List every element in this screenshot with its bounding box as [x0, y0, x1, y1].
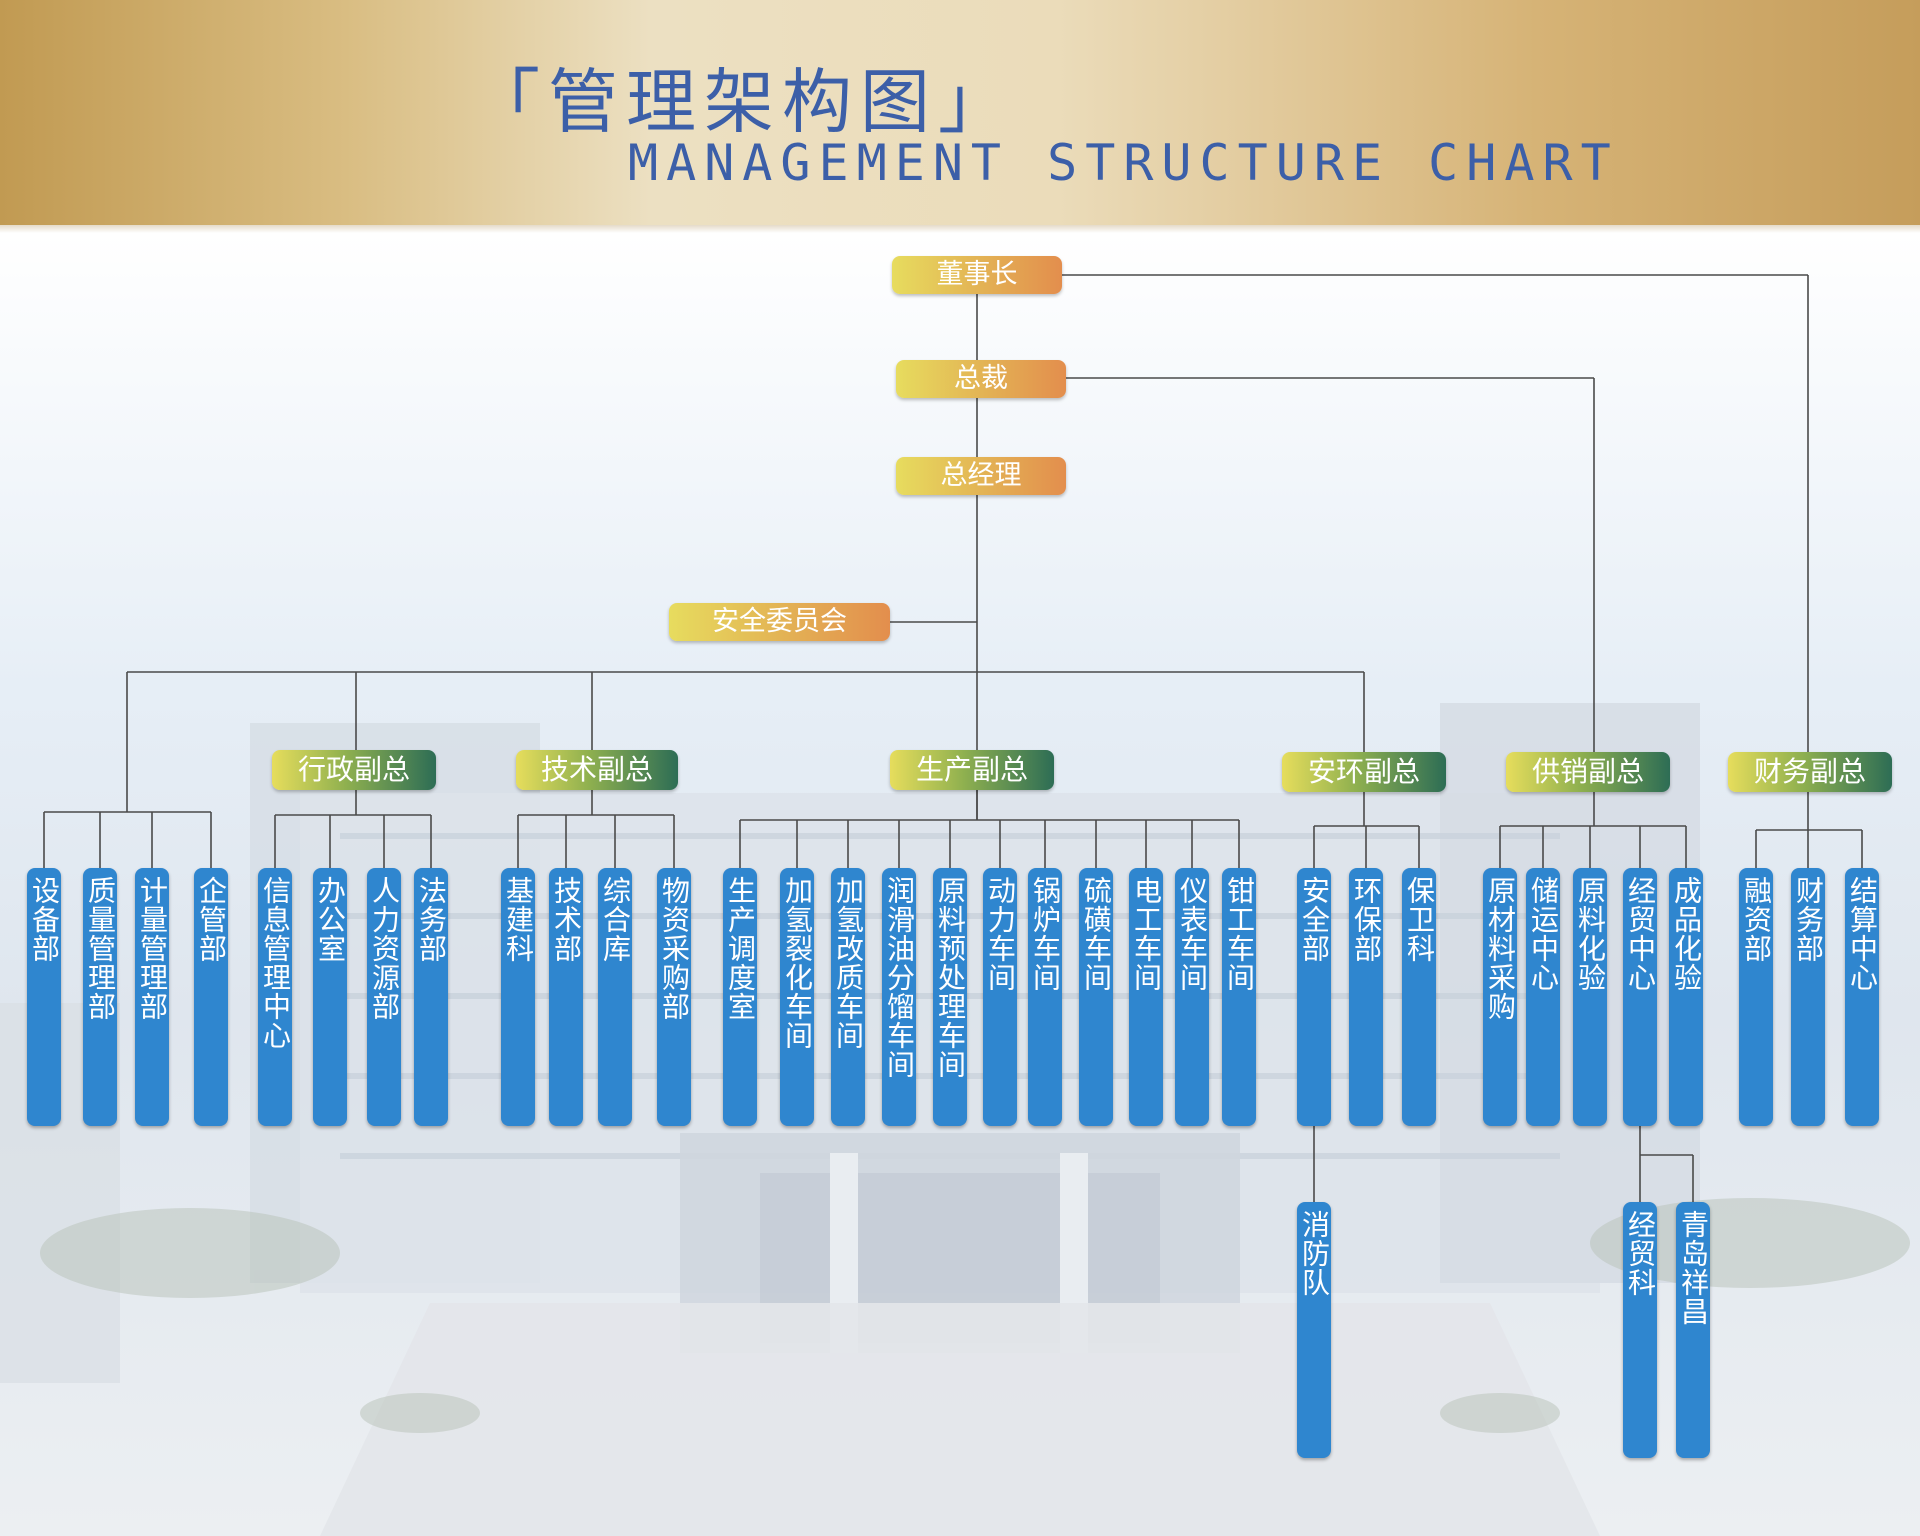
dept-enterprise-management: 企管部 [194, 868, 228, 1126]
dept-trade-center: 经贸中心 [1623, 868, 1657, 1126]
vp-admin: 行政副总 [272, 750, 436, 790]
dept-settlement-center: 结算中心 [1845, 868, 1879, 1126]
dept-lube-fractionation-workshop: 润滑油分馏车间 [882, 868, 916, 1126]
dept-hydrocracking-workshop: 加氢裂化车间 [780, 868, 814, 1126]
dept-raw-material-purchasing: 原材料采购 [1483, 868, 1517, 1126]
dept-storage-transport-center: 储运中心 [1526, 868, 1560, 1126]
dept-qingdao-xiangchang: 青岛祥昌 [1676, 1202, 1710, 1458]
dept-boiler-workshop: 锅炉车间 [1028, 868, 1062, 1126]
dept-information-center: 信息管理中心 [258, 868, 292, 1126]
dept-sulfur-workshop: 硫磺车间 [1079, 868, 1113, 1126]
vp-technology: 技术副总 [516, 750, 678, 790]
chairman-node: 董事长 [892, 256, 1062, 294]
safety-committee-node: 安全委员会 [669, 603, 890, 641]
dept-financing: 融资部 [1739, 868, 1773, 1126]
dept-materials-procurement: 物资采购部 [657, 868, 691, 1126]
dept-fire-brigade: 消防队 [1297, 1202, 1331, 1458]
dept-quality-management: 质量管理部 [83, 868, 117, 1126]
dept-legal: 法务部 [414, 868, 448, 1126]
dept-finance: 财务部 [1791, 868, 1825, 1126]
dept-product-testing: 成品化验 [1669, 868, 1703, 1126]
dept-human-resources: 人力资源部 [367, 868, 401, 1126]
dept-power-workshop: 动力车间 [983, 868, 1017, 1126]
vp-sales-supply: 供销副总 [1506, 752, 1670, 792]
header-shadow [0, 225, 1920, 233]
dept-fitter-workshop: 钳工车间 [1222, 868, 1256, 1126]
dept-electrician-workshop: 电工车间 [1129, 868, 1163, 1126]
vp-safety-environment: 安环副总 [1282, 752, 1446, 792]
vp-production: 生产副总 [890, 750, 1054, 790]
vp-finance: 财务副总 [1728, 752, 1892, 792]
dept-office: 办公室 [313, 868, 347, 1126]
dept-environmental-protection: 环保部 [1349, 868, 1383, 1126]
dept-raw-material-testing: 原料化验 [1573, 868, 1607, 1126]
dept-trade-section: 经贸科 [1623, 1202, 1657, 1458]
dept-equipment: 设备部 [27, 868, 61, 1126]
header-banner [0, 0, 1920, 225]
dept-metrology-management: 计量管理部 [135, 868, 169, 1126]
dept-technology: 技术部 [549, 868, 583, 1126]
dept-hydro-upgrading-workshop: 加氢改质车间 [831, 868, 865, 1126]
dept-safety: 安全部 [1297, 868, 1331, 1126]
page-title-en: MANAGEMENT STRUCTURE CHART [628, 134, 1619, 192]
dept-instrument-workshop: 仪表车间 [1175, 868, 1209, 1126]
dept-production-dispatch: 生产调度室 [723, 868, 757, 1126]
dept-security: 保卫科 [1402, 868, 1436, 1126]
dept-general-warehouse: 综合库 [598, 868, 632, 1126]
president-node: 总裁 [896, 360, 1066, 398]
page-title-cn: 「管理架构图」 [470, 61, 1016, 143]
general-manager-node: 总经理 [896, 457, 1066, 495]
dept-infrastructure: 基建科 [501, 868, 535, 1126]
dept-feed-pretreatment-workshop: 原料预处理车间 [933, 868, 967, 1126]
